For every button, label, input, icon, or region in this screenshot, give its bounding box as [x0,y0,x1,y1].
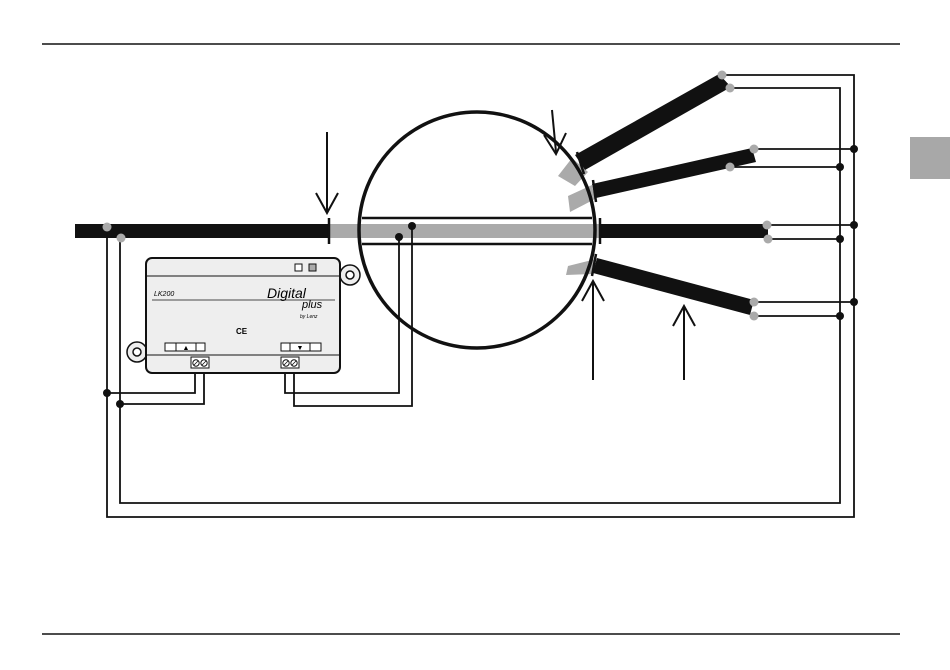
brand-by-lenz: by Lenz [300,314,318,320]
dot-junction [836,312,844,320]
dot-junction [116,400,124,408]
track-main-straight [600,224,768,238]
dot-junction [850,145,858,153]
dot-rail-light [726,84,735,93]
page-tab-marker [910,137,950,179]
terminal-block-left [191,357,209,368]
dot-rail-light [750,312,759,321]
dot-junction [103,389,111,397]
port-right-symbol: ▼ [297,345,304,352]
dot-junction [395,233,403,241]
ce-mark: CE [236,327,248,336]
track-branch-1 [575,74,731,170]
dot-rail-light [750,145,759,154]
isolated-main-track [329,224,600,238]
dot-rail-light [718,71,727,80]
arrow-entry-gap [316,132,338,213]
track-branch-2 [592,148,756,198]
rail-gaps [329,152,600,276]
brand-plus: plus [301,299,323,311]
dot-junction [850,221,858,229]
brand-digital: Digital [267,285,307,301]
dot-rail-light [750,298,759,307]
dot-junction [836,235,844,243]
lk200-module: ▲ ▼ LK200 Digital plus by Lenz CE [127,258,360,373]
port-left-symbol: ▲ [183,345,190,352]
isolated-track-section [329,158,600,275]
dot-rail-light [764,235,773,244]
arrow-branch-3-gap [582,281,604,380]
arrow-branch-3-track [673,306,695,380]
dot-rail-light [103,223,112,232]
dot-junction [408,222,416,230]
dot-junction [836,163,844,171]
track-left-entry [75,224,329,238]
status-led [309,264,316,271]
dot-rail-light [117,234,126,243]
dot-rail-light [726,163,735,172]
status-led [295,264,302,271]
dot-rail-light [763,221,772,230]
module-model-label: LK200 [154,291,174,298]
terminal-block-right [281,357,299,368]
dot-junction [850,298,858,306]
track-branch-3 [593,258,754,315]
